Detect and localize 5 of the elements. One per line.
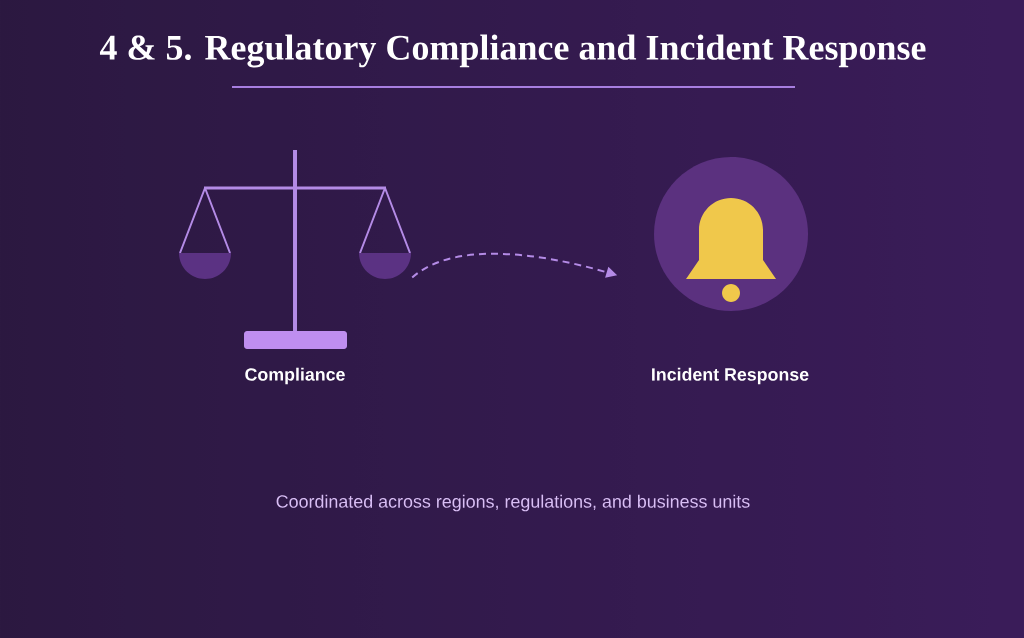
node-label: Compliance [245, 367, 345, 385]
note-text: Coordinated across regions, regulations, and business units [276, 494, 750, 512]
node-label: Incident Response [652, 367, 809, 385]
balance-scale [179, 150, 411, 349]
title: 4 & 5. Regulatory Compliance and Incident Response [100, 34, 926, 68]
